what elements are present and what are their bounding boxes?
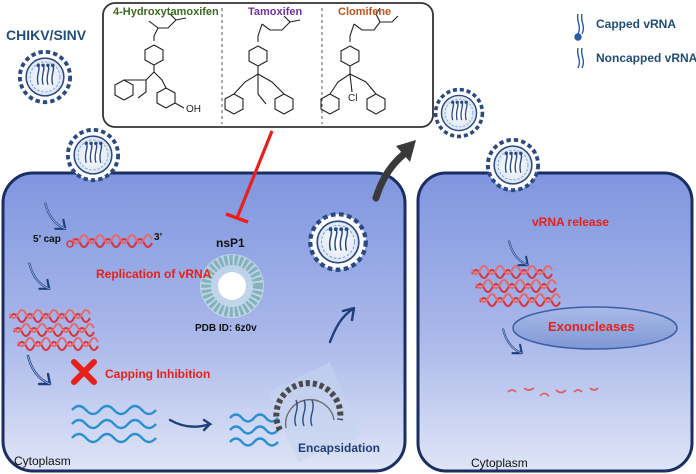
legend-noncapped-label: Noncapped vRNA	[596, 51, 696, 65]
capped-vrna	[71, 238, 153, 248]
five-prime-cap-label: 5’ cap	[33, 234, 61, 245]
left-cytoplasm-label: Cytoplasm	[14, 454, 71, 468]
legend-capped-label: Capped vRNA	[596, 17, 677, 31]
exonucleases-label: Exonucleases	[548, 319, 635, 334]
virion-icon	[485, 137, 541, 193]
tamoxifen-structure	[224, 15, 301, 115]
capping-inhibition-label: Capping Inhibition	[105, 367, 211, 381]
clomifene-structure	[320, 7, 399, 115]
noncapped-rna-icon	[576, 47, 585, 69]
virion-icon	[433, 87, 485, 139]
hydroxytamoxifen-structure	[114, 13, 187, 109]
replicated-vrna	[9, 309, 99, 351]
inhibition-bar	[225, 212, 249, 224]
encapsidation-shell	[273, 380, 344, 432]
encapsidation-label: Encapsidation	[298, 441, 381, 455]
nsp1-label: nsP1	[216, 236, 245, 250]
virion-icon	[17, 49, 73, 105]
noncapped-vrna	[71, 404, 279, 447]
flow-arrow-icon	[168, 418, 213, 432]
pdb-id-label: PDB ID: 6z0v	[195, 323, 257, 334]
three-prime-label: 3’	[154, 232, 163, 243]
drug-name-hydroxytamoxifen: 4-Hydroxytamoxifen	[113, 6, 219, 18]
virion-icon	[65, 127, 121, 183]
capped-rna-icon	[574, 13, 585, 41]
degraded-rna-fragments	[507, 387, 599, 397]
chloro-group-label: Cl	[348, 93, 358, 104]
right-cytoplasm-label: Cytoplasm	[471, 456, 528, 470]
nsp1-structure	[200, 254, 264, 318]
exonuclease-ellipse	[512, 306, 678, 350]
inhibition-line	[235, 130, 274, 219]
virus-label: CHIKV/SINV	[6, 27, 87, 43]
drug-name-tamoxifen: Tamoxifen	[248, 6, 303, 18]
released-vrna	[471, 265, 561, 307]
replication-label: Replication of vRNA	[96, 267, 212, 281]
vrna-release-label: vRNA release	[532, 215, 609, 229]
hydroxyl-group-label: OH	[186, 104, 201, 115]
virion-icon	[310, 214, 365, 269]
drug-name-clomifene: Clomifene	[338, 6, 392, 18]
inhibition-x-icon	[71, 359, 97, 385]
flow-arrow-icon	[328, 306, 356, 344]
exit-arrow	[372, 150, 408, 202]
